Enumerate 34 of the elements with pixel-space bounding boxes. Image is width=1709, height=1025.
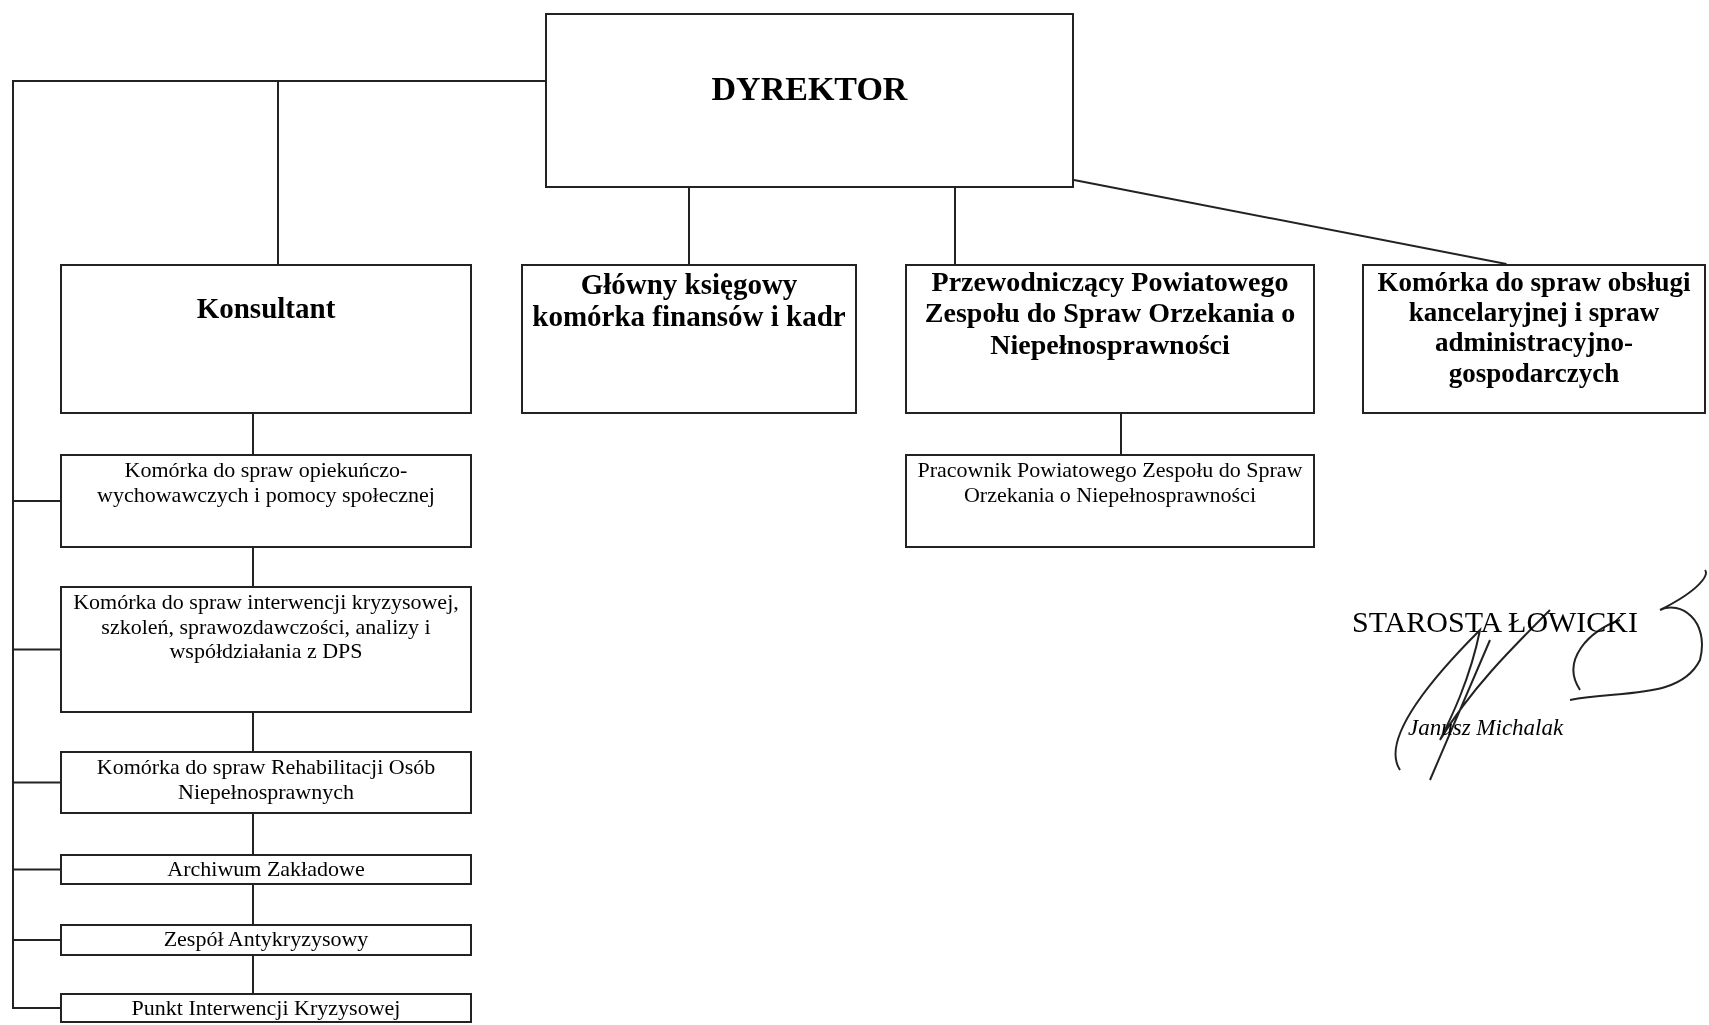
connector-line (252, 884, 254, 925)
unit-box (60, 924, 472, 956)
unit-box (60, 751, 472, 814)
unit-box (60, 993, 472, 1023)
connector-line (252, 955, 254, 994)
connector-line (252, 547, 254, 587)
box-text: Pracownik Powiatowego Zespołu do Spraw Orzekania o Niepełnosprawności (916, 458, 1304, 508)
connector-line (954, 187, 956, 265)
unit-box (60, 454, 472, 548)
box-text: Komórka do spraw Rehabilitacji Osób Niepełnosprawnych (95, 755, 437, 805)
box-heading: Konsultant (195, 292, 337, 325)
position-box (60, 264, 472, 414)
position-box (905, 264, 1315, 414)
department-box (1362, 264, 1706, 414)
connector-line (688, 187, 690, 265)
connector-line (1120, 413, 1122, 455)
connector-line (1073, 179, 1508, 265)
unit-box (60, 854, 472, 885)
connector-line (252, 413, 254, 455)
box-text: Archiwum Zakładowe (166, 857, 366, 882)
box-text: Punkt Interwencji Kryzysowej (130, 996, 402, 1021)
box-heading: Przewodniczący Powiatowego Zespołu do Spraw Orzekania o Niepełnosprawności (923, 266, 1297, 361)
box-text: Komórka do spraw interwencji kryzysowej, szkoleń, sprawozdawczości, analizy i współdziałania z DPS (72, 590, 460, 664)
connector-line (252, 813, 254, 855)
box-heading: Komórka do spraw obsługi kancelaryjnej i spraw administracyjno-gospodarczych (1376, 267, 1692, 388)
box-text: Komórka do spraw opiekuńczo-wychowawczych i pomocy społecznej (96, 458, 436, 508)
box-text: Zespół Antykryzysowy (162, 927, 370, 952)
unit-box (60, 586, 472, 713)
box-heading: DYREKTOR (710, 70, 909, 109)
director-box (545, 13, 1074, 188)
box-heading: Główny księgowy komórka finansów i kadr (531, 268, 847, 333)
connector-line (252, 712, 254, 752)
department-box (521, 264, 857, 414)
staff-box (905, 454, 1315, 548)
